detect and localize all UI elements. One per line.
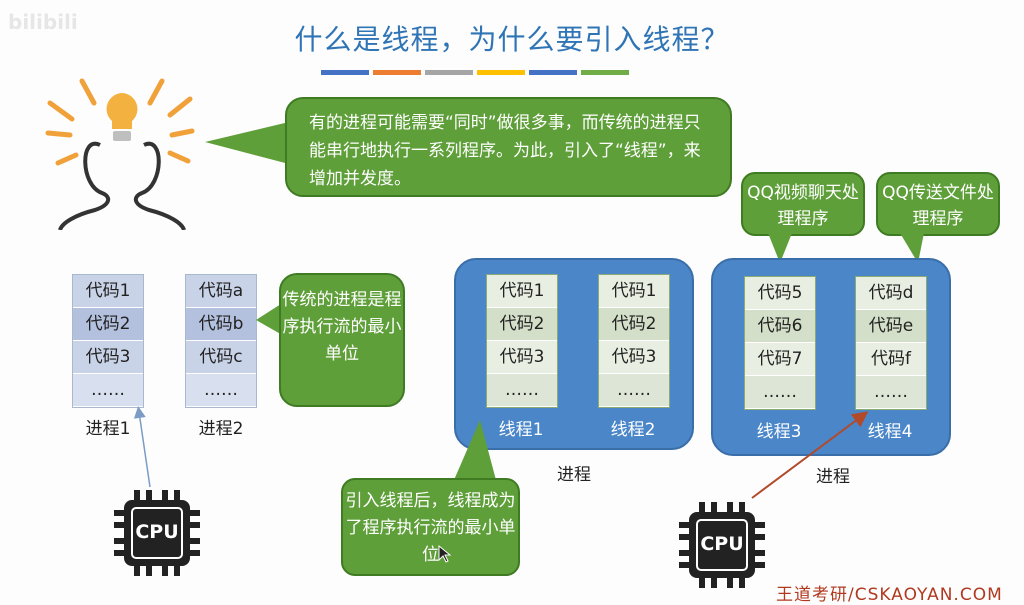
title-bar-5 xyxy=(529,70,577,75)
title-bar-3 xyxy=(425,70,473,75)
thread2-label: 线程2 xyxy=(610,420,656,440)
code-cell: 代码c xyxy=(186,341,256,374)
thread-unit-bubble: 引入线程后，线程成为了程序执行流的最小单位 xyxy=(341,478,520,576)
title-underline xyxy=(321,70,629,75)
thread4-label: 线程4 xyxy=(867,422,913,442)
code-cell: 代码7 xyxy=(745,343,815,376)
process2-label: 进程2 xyxy=(198,419,244,439)
thread3-code-list: 代码5 代码6 代码7 …… xyxy=(744,276,816,410)
thinking-person-icon xyxy=(45,78,195,230)
qq-video-bubble-tail xyxy=(768,233,792,263)
code-cell: …… xyxy=(599,374,669,407)
cpu-label: CPU xyxy=(135,521,179,543)
code-cell: 代码3 xyxy=(487,341,557,374)
code-cell: …… xyxy=(745,376,815,409)
panel2-process-label: 进程 xyxy=(816,467,850,487)
code-cell: …… xyxy=(487,374,557,407)
traditional-bubble-tail xyxy=(256,302,284,336)
bottom-bubble-tail xyxy=(454,420,496,480)
brand-footer: 王道考研/CSKAOYAN.COM xyxy=(776,585,1003,605)
qq-file-bubble: QQ传送文件处理程序 xyxy=(876,172,1000,236)
code-cell: …… xyxy=(73,374,143,407)
thread1-label: 线程1 xyxy=(498,420,544,440)
title-bar-4 xyxy=(477,70,525,75)
panel1-process-label: 进程 xyxy=(557,465,591,485)
title-bar-1 xyxy=(321,70,369,75)
process2-code-list: 代码a 代码b 代码c …… xyxy=(185,274,257,408)
code-cell: 代码d xyxy=(856,277,926,310)
mouse-cursor-icon xyxy=(438,545,452,563)
code-cell: 代码e xyxy=(856,310,926,343)
code-cell: 代码a xyxy=(186,275,256,308)
cpu-chip-icon: CPU xyxy=(112,488,202,578)
intro-speech-bubble: 有的进程可能需要“同时”做很多事，而传统的进程只能串行地执行一系列程序。为此，引… xyxy=(285,97,732,197)
code-cell: 代码1 xyxy=(73,275,143,308)
code-cell: 代码f xyxy=(856,343,926,376)
thread3-label: 线程3 xyxy=(756,422,802,442)
code-cell: 代码b xyxy=(186,308,256,341)
process1-label: 进程1 xyxy=(85,419,131,439)
watermark-logo: bilibili xyxy=(8,10,78,34)
code-cell: 代码2 xyxy=(599,308,669,341)
page-title: 什么是线程，为什么要引入线程？ xyxy=(294,23,730,56)
title-bar-6 xyxy=(581,70,629,75)
code-cell: 代码6 xyxy=(745,310,815,343)
code-cell: 代码1 xyxy=(487,275,557,308)
process1-code-list: 代码1 代码2 代码3 …… xyxy=(72,274,144,408)
code-cell: 代码3 xyxy=(73,341,143,374)
code-cell: 代码1 xyxy=(599,275,669,308)
title-bar-2 xyxy=(373,70,421,75)
code-cell: 代码2 xyxy=(73,308,143,341)
top-bubble-tail xyxy=(205,122,289,164)
thread1-code-list: 代码1 代码2 代码3 …… xyxy=(486,274,558,408)
code-cell: …… xyxy=(856,376,926,409)
cpu-chip-icon: CPU xyxy=(677,500,767,590)
thread2-code-list: 代码1 代码2 代码3 …… xyxy=(598,274,670,408)
code-cell: 代码3 xyxy=(599,341,669,374)
qq-file-bubble-tail xyxy=(900,233,924,263)
traditional-process-bubble: 传统的进程是程序执行流的最小单位 xyxy=(279,273,405,407)
code-cell: …… xyxy=(186,374,256,407)
code-cell: 代码5 xyxy=(745,277,815,310)
code-cell: 代码2 xyxy=(487,308,557,341)
thread4-code-list: 代码d 代码e 代码f …… xyxy=(855,276,927,410)
cpu-label: CPU xyxy=(700,533,744,555)
qq-video-bubble: QQ视频聊天处理程序 xyxy=(741,172,865,236)
